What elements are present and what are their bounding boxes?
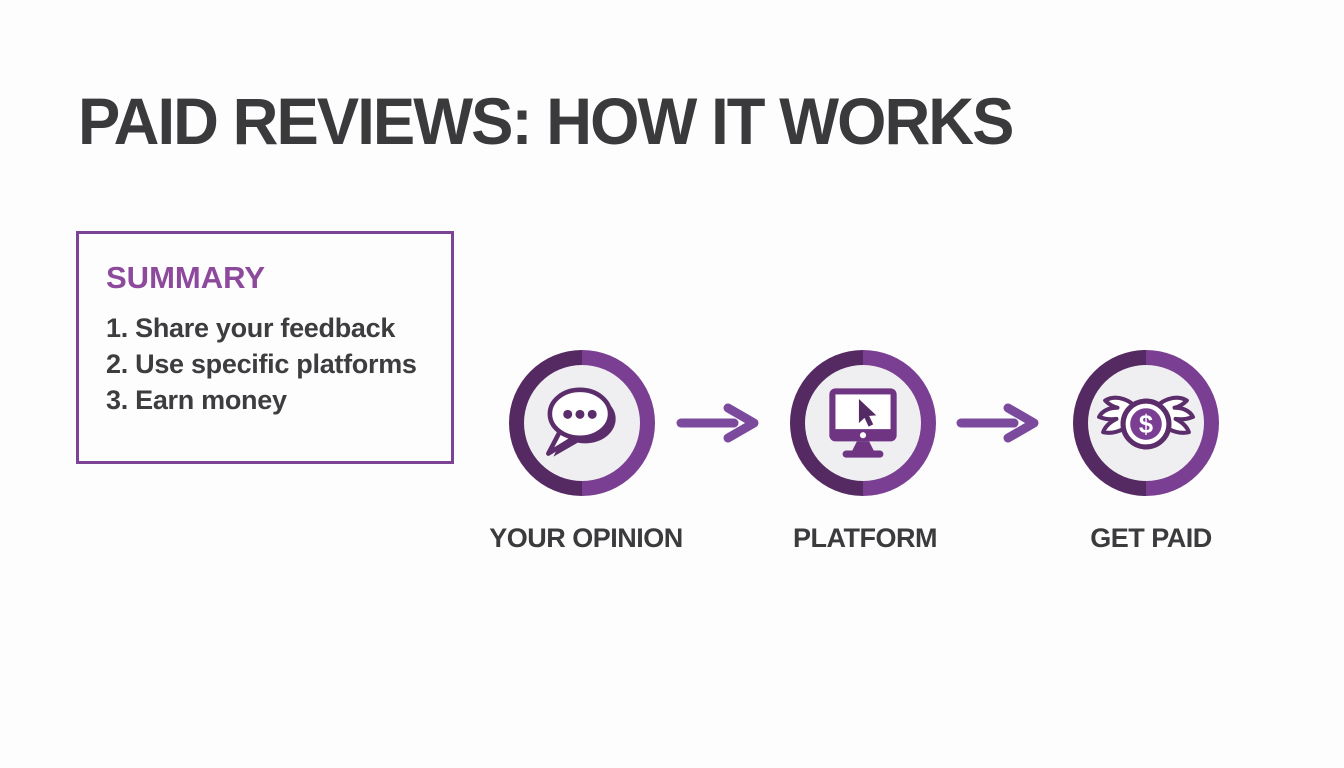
step-circle-inner: $ (1088, 365, 1204, 481)
summary-heading: SUMMARY (106, 260, 266, 295)
summary-item-3: 3. Earn money (106, 385, 287, 415)
right-arrow-icon (676, 403, 759, 443)
dollar-sign-glyph: $ (1139, 411, 1153, 439)
step-label-platform: PLATFORM (793, 523, 937, 553)
speech-bubble-icon (546, 387, 616, 457)
step-label-get-paid: GET PAID (1090, 523, 1212, 553)
summary-item-1: 1. Share your feedback (106, 313, 396, 343)
right-arrow-icon (956, 403, 1039, 443)
winged-coin-icon: $ (1097, 395, 1195, 450)
monitor-cursor-icon (829, 388, 897, 458)
step-circle-inner (524, 365, 640, 481)
summary-list: 1. Share your feedback 2. Use specific p… (106, 310, 417, 418)
summary-item-2: 2. Use specific platforms (106, 349, 417, 379)
step-label-your-opinion: YOUR OPINION (489, 523, 683, 553)
step-circle-your-opinion (509, 350, 655, 496)
step-circle-platform (790, 350, 936, 496)
page-title: PAID REVIEWS: HOW IT WORKS (78, 84, 1014, 158)
summary-box: SUMMARY 1. Share your feedback 2. Use sp… (76, 231, 454, 464)
step-circle-inner (805, 365, 921, 481)
step-circle-get-paid: $ (1073, 350, 1219, 496)
